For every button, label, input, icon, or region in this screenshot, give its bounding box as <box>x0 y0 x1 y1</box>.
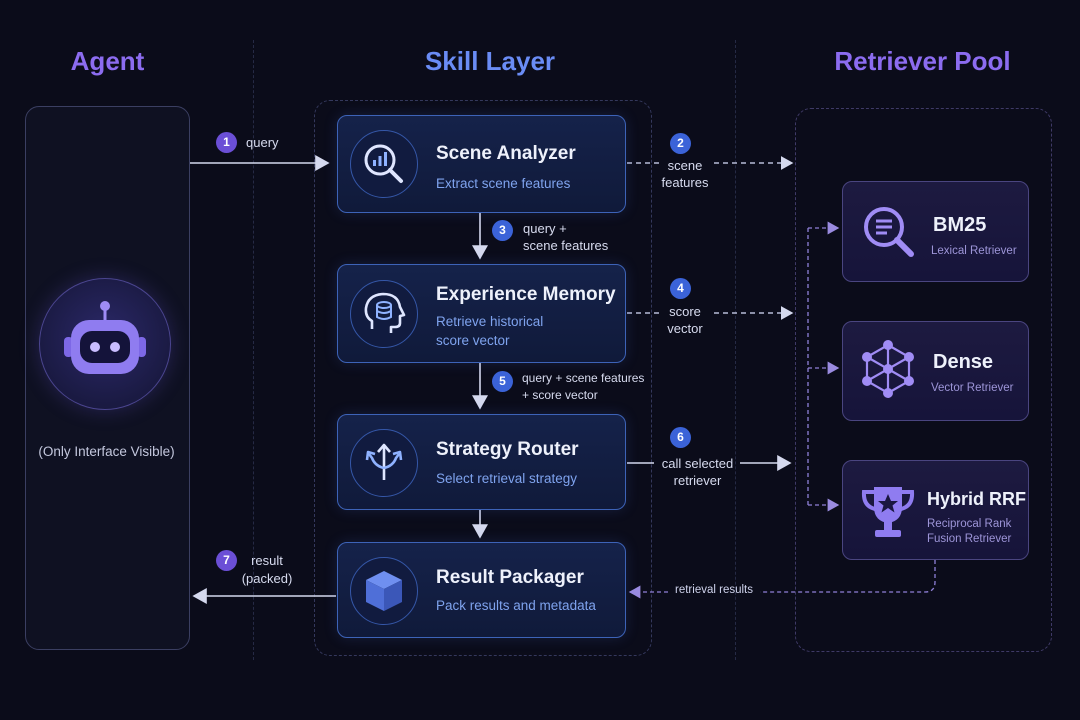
step-label: query + scene features <box>522 371 645 385</box>
column-divider <box>735 40 736 660</box>
dense-subtitle: Vector Retriever <box>931 382 1014 394</box>
step-badge: 3 <box>492 220 513 241</box>
bm25-title: BM25 <box>933 214 987 236</box>
step-label: features <box>661 175 709 190</box>
strategy-router-icon-wrap <box>350 429 418 497</box>
result-packager-card[interactable]: Result Packager Pack results and metadat… <box>337 542 626 638</box>
step-label: vector <box>667 321 703 336</box>
scene-analyzer-icon-wrap <box>350 130 418 198</box>
step-badge: 6 <box>670 427 691 448</box>
step-label: score <box>669 304 701 319</box>
hybrid-rrf-retriever-card[interactable]: Hybrid RRF Reciprocal Rank Fusion Retrie… <box>842 460 1029 560</box>
agent-caption: (Only Interface Visible) <box>38 444 175 459</box>
scene-analyzer-card[interactable]: Scene Analyzer Extract scene features <box>337 115 626 213</box>
step-label: (packed) <box>241 571 293 586</box>
step-badge: 7 <box>216 550 237 571</box>
column-divider <box>253 40 254 660</box>
step-label: call selected <box>661 456 734 471</box>
robot-icon <box>64 301 146 374</box>
step-badge: 1 <box>216 132 237 153</box>
step-badge: 2 <box>670 133 691 154</box>
step-label: result <box>251 553 283 568</box>
strategy-router-title: Strategy Router <box>436 439 579 460</box>
retrieval-results-label: retrieval results <box>675 584 753 596</box>
hybrid-rrf-title: Hybrid RRF <box>927 489 1026 509</box>
experience-memory-subtitle-1: Retrieve historical <box>436 314 544 329</box>
network-graph-icon <box>862 340 914 398</box>
agent-column-title: Agent <box>70 46 145 76</box>
result-packager-title: Result Packager <box>436 567 584 588</box>
step-badge: 5 <box>492 371 513 392</box>
skill-layer-frame <box>314 100 652 656</box>
experience-memory-icon-wrap <box>350 280 418 348</box>
step-label: scene <box>667 158 703 173</box>
result-packager-subtitle: Pack results and metadata <box>436 598 596 613</box>
step-label: query <box>246 135 279 150</box>
step-badge: 4 <box>670 278 691 299</box>
robot-avatar <box>39 278 171 410</box>
step-label: scene features <box>523 238 609 253</box>
experience-memory-title: Experience Memory <box>436 284 616 305</box>
experience-memory-card[interactable]: Experience Memory Retrieve historical sc… <box>337 264 626 363</box>
retriever-pool-column-title: Retriever Pool <box>834 46 1011 76</box>
skill-layer-column-title: Skill Layer <box>424 46 556 76</box>
step-label: query + <box>523 221 567 236</box>
bm25-subtitle: Lexical Retriever <box>931 245 1017 257</box>
retriever-pool-frame <box>795 108 1052 652</box>
head-database-icon <box>364 292 406 333</box>
strategy-router-card[interactable]: Strategy Router Select retrieval strateg… <box>337 414 626 510</box>
experience-memory-subtitle-2: score vector <box>436 333 510 348</box>
result-packager-icon-wrap <box>350 557 418 625</box>
route-split-icon <box>365 443 403 480</box>
hybrid-rrf-subtitle-1: Reciprocal Rank <box>927 518 1012 530</box>
step-label: + score vector <box>522 388 598 402</box>
magnifier-chart-icon <box>364 144 403 183</box>
dense-retriever-card[interactable]: Dense Vector Retriever <box>842 321 1029 421</box>
dense-title: Dense <box>933 351 994 373</box>
strategy-router-subtitle: Select retrieval strategy <box>436 471 578 486</box>
bm25-retriever-card[interactable]: BM25 Lexical Retriever <box>842 181 1029 282</box>
scene-analyzer-subtitle: Extract scene features <box>436 176 571 191</box>
cube-box-icon <box>366 571 402 611</box>
trophy-star-icon <box>861 487 915 537</box>
document-search-icon <box>864 207 914 257</box>
scene-analyzer-title: Scene Analyzer <box>436 143 576 164</box>
hybrid-rrf-subtitle-2: Fusion Retriever <box>927 533 1012 545</box>
step-label: retriever <box>673 473 722 488</box>
